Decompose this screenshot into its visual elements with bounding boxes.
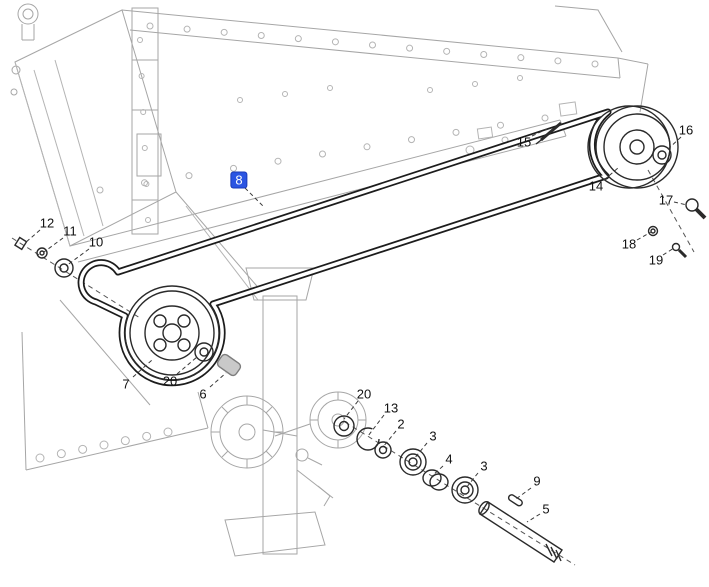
bolt-hole: [142, 431, 152, 441]
bolt-hole: [237, 97, 243, 103]
bolt-hole: [554, 57, 562, 65]
lower-left-frame: [21, 299, 209, 471]
bolt-hole: [363, 143, 371, 151]
callout-8[interactable]: 8: [231, 172, 247, 188]
bolt-hole: [327, 85, 333, 91]
v-belt: [77, 108, 612, 387]
bolt-hole: [472, 81, 478, 87]
bolt-hole: [183, 25, 191, 33]
callout-12[interactable]: 12: [39, 215, 55, 231]
bolt-hole: [138, 73, 145, 79]
bolt-hole: [517, 54, 525, 62]
bolt-hole: [140, 109, 147, 115]
callout-14[interactable]: 14: [588, 178, 604, 194]
bolt-hole: [443, 47, 451, 55]
bolt-hole: [497, 121, 504, 129]
bolt-hole: [230, 164, 237, 172]
callout-17[interactable]: 17: [658, 192, 674, 208]
bolt-hole: [369, 41, 376, 49]
callout-6[interactable]: 6: [199, 386, 207, 402]
callout-19[interactable]: 19: [648, 252, 664, 268]
bolt-hole: [145, 217, 151, 223]
bolt-hole: [137, 37, 143, 43]
callout-3b[interactable]: 3: [480, 458, 488, 474]
bolt-hole: [591, 60, 599, 68]
bolt-hole: [163, 427, 173, 437]
callout-7[interactable]: 7: [122, 376, 130, 392]
bolt-hole: [56, 449, 66, 459]
bolt-hole: [319, 150, 326, 158]
callout-4[interactable]: 4: [445, 451, 453, 467]
callout-13[interactable]: 13: [383, 400, 399, 416]
fastener-stack-left: [13, 236, 74, 278]
bolt-hole: [120, 436, 130, 446]
callout-18[interactable]: 18: [621, 236, 637, 252]
bolt-hole: [452, 128, 460, 136]
bolt-hole: [96, 186, 104, 194]
upper-beam: [121, 5, 649, 113]
callout-15[interactable]: 15: [516, 134, 532, 150]
bolt-hole: [408, 136, 415, 144]
callout-20a[interactable]: 20: [162, 373, 178, 389]
bolt-hole: [480, 51, 488, 58]
bolt-hole: [99, 440, 109, 450]
bolt-hole: [257, 32, 265, 39]
callout-11[interactable]: 11: [63, 223, 77, 239]
bolt-holes: [35, 22, 599, 463]
callout-20b[interactable]: 20: [356, 386, 372, 402]
bolt-hole: [146, 22, 154, 30]
bolt-hole: [141, 145, 148, 151]
callout-9[interactable]: 9: [533, 473, 541, 489]
drum-pulleys: [210, 391, 367, 469]
bolt-hole: [406, 44, 414, 52]
front-pulley: [124, 285, 242, 381]
bolt-hole: [331, 38, 339, 46]
bolt-hole: [517, 75, 523, 81]
bolt-hole: [427, 87, 433, 93]
callout-2[interactable]: 2: [397, 416, 405, 432]
bolt-hole: [185, 172, 193, 180]
callout-5[interactable]: 5: [542, 501, 550, 517]
corner-fitting: [10, 3, 39, 96]
bolt-hole: [274, 157, 282, 165]
callout-3a[interactable]: 3: [429, 428, 437, 444]
bolt-hole: [220, 28, 228, 36]
bolt-hole: [143, 181, 150, 187]
bolt-hole: [294, 35, 302, 43]
callout-10[interactable]: 10: [88, 234, 104, 250]
bolt-hole: [541, 114, 549, 122]
bolt-hole: [282, 91, 288, 97]
bolt-hole: [78, 444, 88, 454]
machine-frame: [10, 3, 649, 557]
bolt-hole: [35, 453, 45, 463]
callout-16[interactable]: 16: [678, 122, 694, 138]
